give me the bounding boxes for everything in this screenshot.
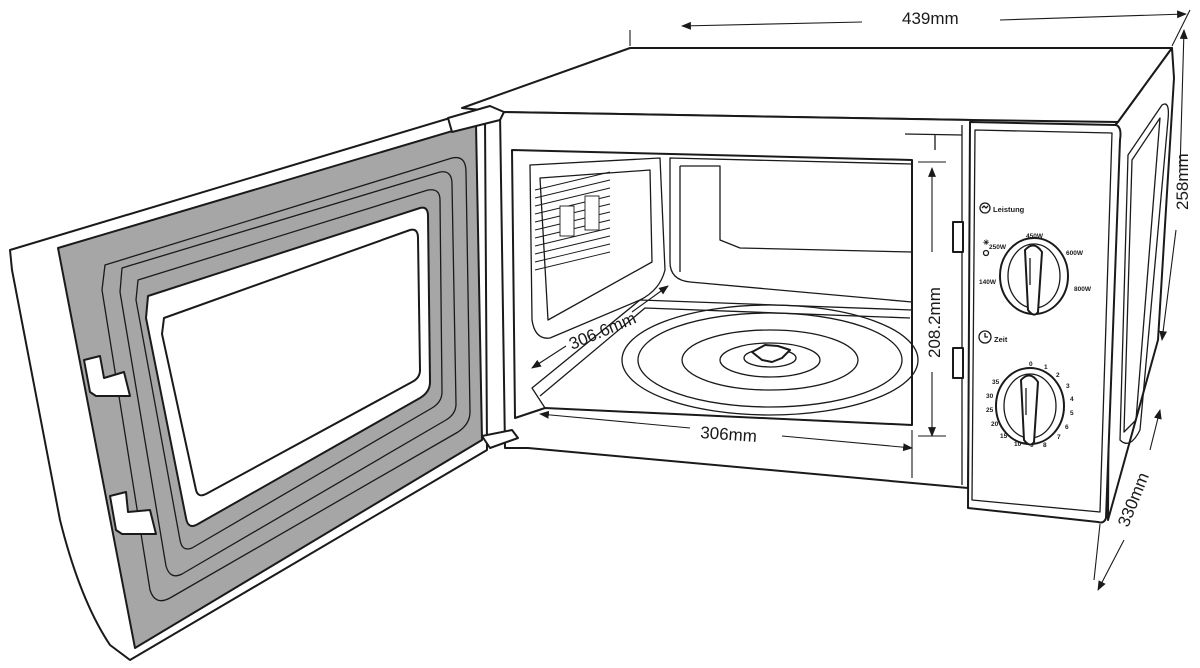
timer-knob-title: Zeit bbox=[994, 335, 1008, 344]
dimension-height-label: 258mm bbox=[1173, 153, 1192, 210]
power-setting-800w: 800W bbox=[1074, 286, 1092, 293]
timer-mark-25: 25 bbox=[986, 407, 994, 414]
cavity-back-wall bbox=[669, 157, 913, 303]
door-latch-bottom bbox=[109, 491, 157, 535]
door-window bbox=[161, 228, 421, 497]
cabinet bbox=[461, 47, 1175, 521]
side-vent bbox=[1119, 103, 1170, 444]
timer-knob-group: Zeit 0 1 2 3 4 5 6 7 8 9 10 15 20 25 30 … bbox=[978, 330, 1074, 449]
dimension-height: 258mm bbox=[1159, 29, 1192, 341]
cavity-floor bbox=[531, 299, 913, 426]
power-setting-600w: 600W bbox=[1066, 250, 1084, 257]
hinge-slot-bottom bbox=[952, 347, 964, 379]
timer-knob[interactable] bbox=[995, 367, 1065, 446]
dimension-width: 439mm bbox=[629, 9, 1191, 47]
cabinet-top bbox=[461, 47, 1173, 123]
power-setting-250w: 250W bbox=[989, 244, 1007, 251]
timer-mark-4: 4 bbox=[1070, 396, 1074, 403]
timer-mark-15: 15 bbox=[1000, 433, 1008, 440]
timer-mark-1: 1 bbox=[1044, 364, 1048, 371]
cavity-vent-grille bbox=[534, 171, 611, 271]
control-panel bbox=[967, 121, 1122, 524]
timer-mark-8: 8 bbox=[1043, 442, 1047, 449]
timer-mark-20: 20 bbox=[991, 421, 999, 428]
hinge-slot-top bbox=[952, 221, 964, 253]
door-hinge-bottom bbox=[481, 429, 519, 449]
power-knob-group: Leistung ✳ 250W 450W 600W 140W 800W bbox=[979, 202, 1092, 316]
dimension-cavity-width: 306mm bbox=[539, 410, 913, 478]
power-knob[interactable] bbox=[999, 237, 1069, 316]
timer-mark-0: 0 bbox=[1029, 361, 1033, 368]
dimension-width-label: 439mm bbox=[902, 9, 959, 28]
clock-icon bbox=[978, 330, 992, 344]
turntable-coupler bbox=[751, 344, 791, 363]
dimension-cavity-height-label: 208.2mm bbox=[925, 287, 944, 358]
power-setting-450w: 450W bbox=[1026, 233, 1044, 240]
timer-mark-35: 35 bbox=[992, 379, 1000, 386]
cavity-opening bbox=[511, 149, 913, 426]
timer-mark-30: 30 bbox=[986, 393, 994, 400]
timer-mark-7: 7 bbox=[1057, 434, 1061, 441]
snowflake-icon: ✳ bbox=[983, 238, 990, 247]
door[interactable] bbox=[9, 105, 519, 661]
dimension-cavity-width-label: 306mm bbox=[700, 423, 758, 446]
microwave-waves-icon bbox=[979, 202, 991, 214]
timer-mark-10: 10 bbox=[1014, 441, 1022, 448]
timer-mark-9: 9 bbox=[1030, 442, 1034, 449]
timer-mark-5: 5 bbox=[1070, 410, 1074, 417]
timer-mark-3: 3 bbox=[1066, 383, 1070, 390]
power-setting-140w: 140W bbox=[979, 279, 997, 286]
turntable bbox=[621, 304, 919, 416]
dimension-cavity-height: 208.2mm bbox=[918, 161, 946, 437]
door-hinge-top bbox=[447, 105, 505, 133]
timer-mark-2: 2 bbox=[1056, 372, 1060, 379]
power-knob-title: Leistung bbox=[993, 205, 1025, 214]
door-latch-top bbox=[83, 355, 131, 397]
timer-mark-6: 6 bbox=[1065, 424, 1069, 431]
